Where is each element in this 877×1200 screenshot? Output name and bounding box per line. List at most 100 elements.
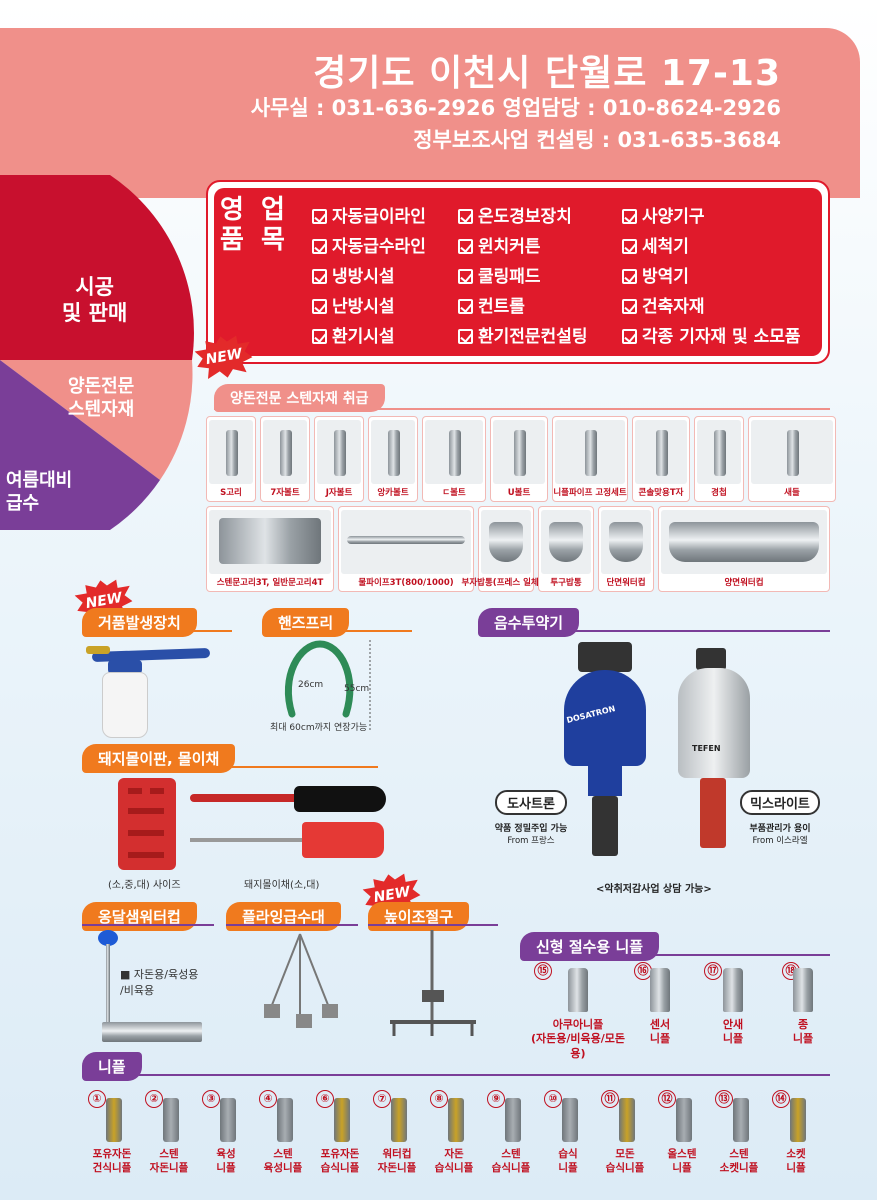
sales-item-label: 자동급수라인: [332, 237, 426, 257]
handsfree-banner-line: [262, 630, 412, 632]
item-number: ⑦: [373, 1090, 391, 1108]
steel-item-image: [371, 420, 415, 484]
dosatron-label: 도사트론 약품 정밀주입 가능 From 프랑스: [476, 790, 586, 846]
dosatron-image: DOSATRON: [560, 642, 650, 872]
nipple-label: 워터컵 자돈니플: [377, 1148, 417, 1174]
pig-board-caption: (소,중,대) 사이즈: [108, 880, 181, 891]
pipe-graphic: [347, 536, 465, 544]
steel-item-image: [317, 420, 361, 484]
sales-items-title: 영 업 품 목: [220, 195, 289, 255]
nipple-label: 자돈 습식니플: [434, 1148, 474, 1174]
checkbox-icon: [458, 239, 473, 254]
segment-installation-label: 시공 및 판매: [62, 275, 128, 326]
steel-item-label: 경첩: [711, 488, 727, 498]
sales-item: 윈치커튼: [458, 232, 541, 257]
consulting-phone: 정부보조사업 컨설팅 : 031-635-3684: [413, 128, 781, 152]
sales-items-box: [206, 180, 830, 364]
steel-item-card: J자볼트: [314, 416, 364, 502]
new-nipple-banner: 신형 절수용 니플: [520, 932, 660, 961]
segment-steel: [0, 360, 193, 480]
dosatron-origin: From 프랑스: [507, 836, 555, 846]
sales-item: 방역기: [622, 262, 689, 287]
nipple-label: 안새 니플: [722, 1018, 744, 1046]
steel-item-image: [481, 510, 531, 574]
steel-item-label: S고리: [220, 488, 242, 498]
steel-item-image: [209, 420, 253, 484]
nipple-graphic: [448, 1098, 464, 1142]
checkbox-icon: [458, 209, 473, 224]
sales-item-label: 냉방시설: [332, 267, 395, 287]
nipple-label: 포유자돈 건식니플: [92, 1148, 132, 1174]
nipple-label: 스텐 소켓니플: [719, 1148, 759, 1174]
item-number: ⑭: [772, 1090, 790, 1108]
steel-banner-line: [214, 408, 830, 410]
steel-item-label: 물파이프3T(800/1000): [358, 578, 454, 588]
mixrite-image: TEFEN: [670, 648, 760, 878]
nipple-label: 습식 니플: [558, 1148, 578, 1174]
nipple-label: 포유자돈 습식니플: [320, 1148, 360, 1174]
steel-item-card: 앙카볼트: [368, 416, 418, 502]
steel-item-graphic: [334, 430, 346, 476]
sales-item: 쿨링패드: [458, 262, 541, 287]
steel-item-card: 스텐문고리3T, 일반문고리4T: [206, 506, 334, 592]
steel-item-graphic: [656, 430, 668, 476]
segment-summer-label: 여름대비 급수: [6, 470, 73, 514]
nipple-banner-line: [82, 1074, 830, 1076]
steel-item-label: 양면워터컵: [724, 578, 764, 588]
sales-item: 자동급수라인: [312, 232, 426, 257]
sales-item: 난방시설: [312, 292, 395, 317]
sales-item: 컨트롤: [458, 292, 525, 317]
steel-item-card: 니플파이프 고정세트: [552, 416, 628, 502]
sales-item-label: 컨트롤: [478, 297, 525, 317]
sales-item-label: 난방시설: [332, 297, 395, 317]
steel-item-card: 경첩: [694, 416, 744, 502]
item-number: ③: [202, 1090, 220, 1108]
steel-item-label: U볼트: [507, 488, 531, 498]
pig-paddle-caption: 돼지몰이채(소,대): [244, 880, 320, 891]
steel-item-image: [661, 510, 827, 574]
steel-item-image: [341, 510, 471, 574]
dosing-banner-line: [478, 630, 830, 632]
door-hook-graphic: [219, 518, 321, 564]
nipple-graphic: [619, 1098, 635, 1142]
sales-item-label: 세척기: [642, 237, 689, 257]
nipple-graphic: [163, 1098, 179, 1142]
cup-note: ■ 자돈용/육성용 /비육용: [120, 968, 199, 997]
steel-item-graphic: [280, 430, 292, 476]
sales-item-label: 환기시설: [332, 327, 395, 347]
steel-item-card: 7자볼트: [260, 416, 310, 502]
steel-item-label: 니플파이프 고정세트: [553, 488, 627, 498]
item-number: ⑧: [430, 1090, 448, 1108]
foam-device-image: [86, 642, 222, 742]
nipple-graphic: [391, 1098, 407, 1142]
sales-item: 환기시설: [312, 322, 395, 347]
nipple-graphic: [505, 1098, 521, 1142]
height-banner-line: [368, 924, 498, 926]
nipple-graphic: [277, 1098, 293, 1142]
steel-item-label: 7자볼트: [270, 488, 300, 498]
new-nipple-banner-line: [520, 954, 830, 956]
nipple-graphic: [793, 968, 813, 1012]
sales-item-label: 각종 기자재 및 소모품: [642, 327, 801, 347]
steel-item-card: 물파이프3T(800/1000): [338, 506, 474, 592]
dosatron-desc: 약품 정밀주입 가능: [494, 824, 568, 834]
mixrite-origin: From 이스라엘: [752, 836, 808, 846]
item-number: ④: [259, 1090, 277, 1108]
pig-paddle-image: [190, 786, 390, 866]
steel-item-card: 투구밥통: [538, 506, 594, 592]
sales-item-label: 윈치커튼: [478, 237, 541, 257]
steel-item-card: 부자밥통(프레스 일체형): [462, 506, 550, 592]
steel-item-graphic: [226, 430, 238, 476]
steel-item-image: [425, 420, 483, 484]
dosatron-name: 도사트론: [495, 790, 567, 815]
steel-item-image: [697, 420, 741, 484]
nipple-label: 모돈 습식니플: [605, 1148, 645, 1174]
sales-item: 각종 기자재 및 소모품: [622, 322, 801, 347]
steel-item-label: 앙카볼트: [377, 488, 409, 498]
steel-item-label: J자볼트: [325, 488, 353, 498]
segment-installation: [0, 175, 194, 360]
foam-banner: 거품발생장치: [82, 608, 197, 637]
item-number: ⑬: [715, 1090, 733, 1108]
checkbox-icon: [312, 299, 327, 314]
nipple-graphic: [676, 1098, 692, 1142]
